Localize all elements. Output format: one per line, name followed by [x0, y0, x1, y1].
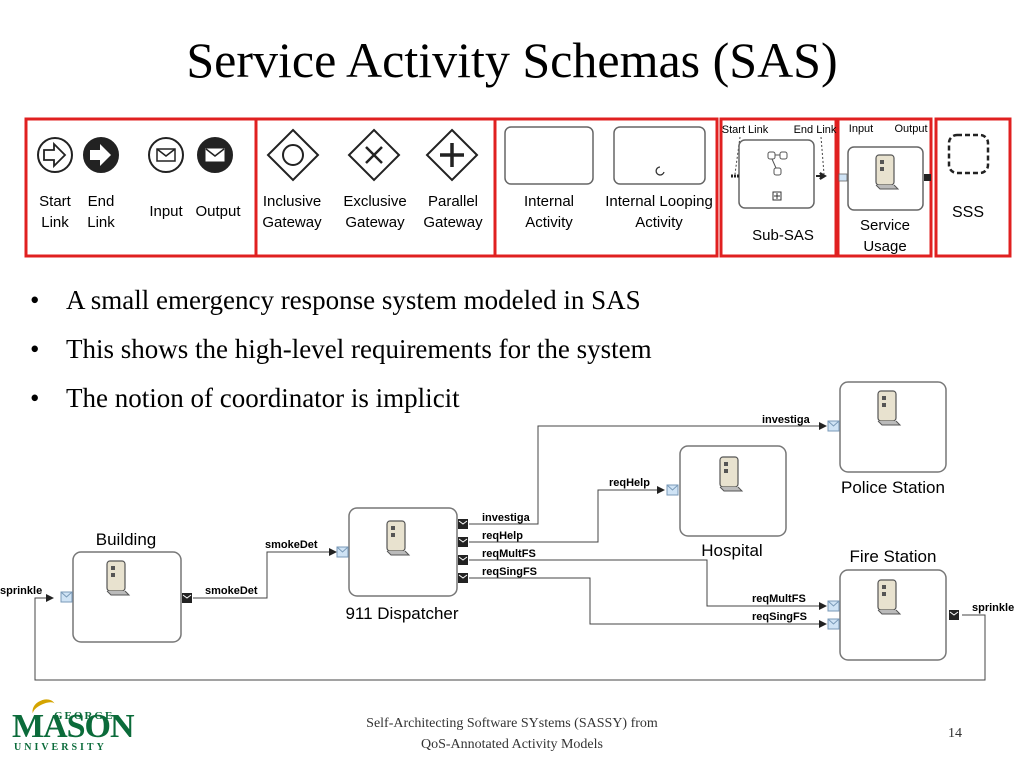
legend-frame-sss	[934, 117, 1012, 258]
hospital-label: Hospital	[701, 541, 762, 560]
building-in-label: sprinkle	[0, 585, 42, 597]
parallel-gateway-icon	[425, 128, 479, 182]
internal-looping-activity-icon	[613, 126, 706, 185]
dispatcher-out-reqsingfs: reqSingFS	[482, 566, 537, 578]
fire-out-sprinkle: sprinkle	[972, 602, 1014, 614]
legend-frame-activities	[493, 117, 719, 258]
connector-lines	[34, 422, 986, 681]
legend-exclusive-label-2: Gateway	[345, 214, 405, 231]
legend-start-label: Start	[39, 193, 72, 210]
legend-usage-output-label: Output	[894, 123, 927, 135]
george-mason-logo: MASON GEORGE UNIVERSITY	[12, 695, 135, 760]
legend-subsas-label: Sub-SAS	[752, 227, 814, 244]
edge-reqmultfs-to-fire	[469, 559, 827, 610]
edge-reqsingfs-to-fire	[469, 577, 827, 628]
legend-usage-label: Service	[860, 217, 910, 234]
legend-looping-label: Internal Looping	[605, 193, 713, 210]
building-label: Building	[96, 530, 157, 549]
page-number: 14	[948, 726, 962, 741]
legend-end-label-2: Link	[87, 214, 115, 231]
footer-line-2: QoS-Annotated Activity Models	[421, 737, 603, 752]
legend-sss-label: SSS	[952, 204, 984, 221]
legend-start-label-2: Link	[41, 214, 69, 231]
building-out-label: smokeDet	[205, 585, 258, 597]
slide-footer: Self-Architecting Software SYstems (SASS…	[300, 713, 724, 755]
exclusive-gateway-icon	[347, 128, 401, 182]
dispatcher-node[interactable]	[336, 507, 469, 597]
fire-in-reqsingfs: reqSingFS	[752, 611, 807, 623]
bullet-item: The notion of coordinator is implicit	[30, 380, 652, 429]
sub-sas-icon	[738, 139, 815, 209]
edge-investiga-to-police	[469, 422, 827, 525]
legend-parallel-label-2: Gateway	[423, 214, 483, 231]
logo-george: GEORGE	[54, 710, 115, 722]
building-node[interactable]	[60, 551, 193, 643]
start-link-icon	[37, 137, 73, 173]
dispatcher-out-investiga: investiga	[482, 512, 531, 524]
notation-legend: Start Link End Link Input Output Inclusi…	[24, 117, 1012, 258]
dispatcher-in-label: smokeDet	[265, 539, 318, 551]
edge-sprinkle-loop	[34, 594, 986, 681]
dispatcher-out-reqmultfs: reqMultFS	[482, 548, 536, 560]
police-in-label: investiga	[762, 414, 811, 426]
legend-looping-label-2: Activity	[635, 214, 683, 231]
legend-output-label: Output	[195, 203, 241, 220]
legend-subsas-start-label: Start Link	[722, 124, 769, 136]
sss-icon	[947, 133, 990, 175]
logo-wordmark: MASON	[12, 708, 135, 746]
legend-usage-label-2: Usage	[863, 238, 906, 255]
end-link-icon	[83, 137, 119, 173]
dispatcher-out-reqhelp: reqHelp	[482, 530, 523, 542]
footer-line-1: Self-Architecting Software SYstems (SASS…	[366, 716, 658, 731]
legend-usage-input-label: Input	[849, 123, 873, 135]
internal-activity-icon	[504, 126, 594, 185]
bullet-item: A small emergency response system modele…	[30, 282, 652, 331]
output-message-icon	[197, 137, 233, 173]
police-station-label: Police Station	[841, 478, 945, 497]
logo-university: UNIVERSITY	[14, 742, 107, 753]
legend-exclusive-label: Exclusive	[343, 193, 406, 210]
hospital-node[interactable]	[666, 445, 787, 537]
edge-building-to-dispatcher	[193, 548, 337, 599]
legend-input-label: Input	[149, 203, 183, 220]
legend-subsas-end-label: End Link	[794, 124, 837, 136]
legend-frame-subsas	[719, 117, 838, 258]
dispatcher-label: 911 Dispatcher	[345, 604, 458, 623]
fire-in-reqmultfs: reqMultFS	[752, 593, 806, 605]
legend-inclusive-label: Inclusive	[263, 193, 321, 210]
bullet-list: A small emergency response system modele…	[30, 282, 652, 429]
hospital-in-label: reqHelp	[609, 477, 650, 489]
emergency-response-diagram: Building sprinkle smokeDet 911 Dispatche…	[0, 381, 1014, 681]
legend-inclusive-label-2: Gateway	[262, 214, 322, 231]
fire-station-node[interactable]	[827, 569, 960, 661]
logo-mason: MASON	[12, 708, 135, 745]
legend-end-label: End	[88, 193, 115, 210]
service-usage-icon	[838, 146, 931, 211]
bullet-item: This shows the high-level requirements f…	[30, 331, 652, 380]
fire-station-label: Fire Station	[850, 547, 937, 566]
legend-internal-label-2: Activity	[525, 214, 573, 231]
input-message-icon	[148, 137, 184, 173]
legend-internal-label: Internal	[524, 193, 574, 210]
legend-parallel-label: Parallel	[428, 193, 478, 210]
inclusive-gateway-icon	[266, 128, 320, 182]
slide-title: Service Activity Schemas (SAS)	[186, 32, 838, 88]
legend-frame-usage	[836, 117, 933, 258]
edge-reqhelp-to-hospital	[469, 486, 665, 543]
police-station-node[interactable]	[827, 381, 947, 473]
